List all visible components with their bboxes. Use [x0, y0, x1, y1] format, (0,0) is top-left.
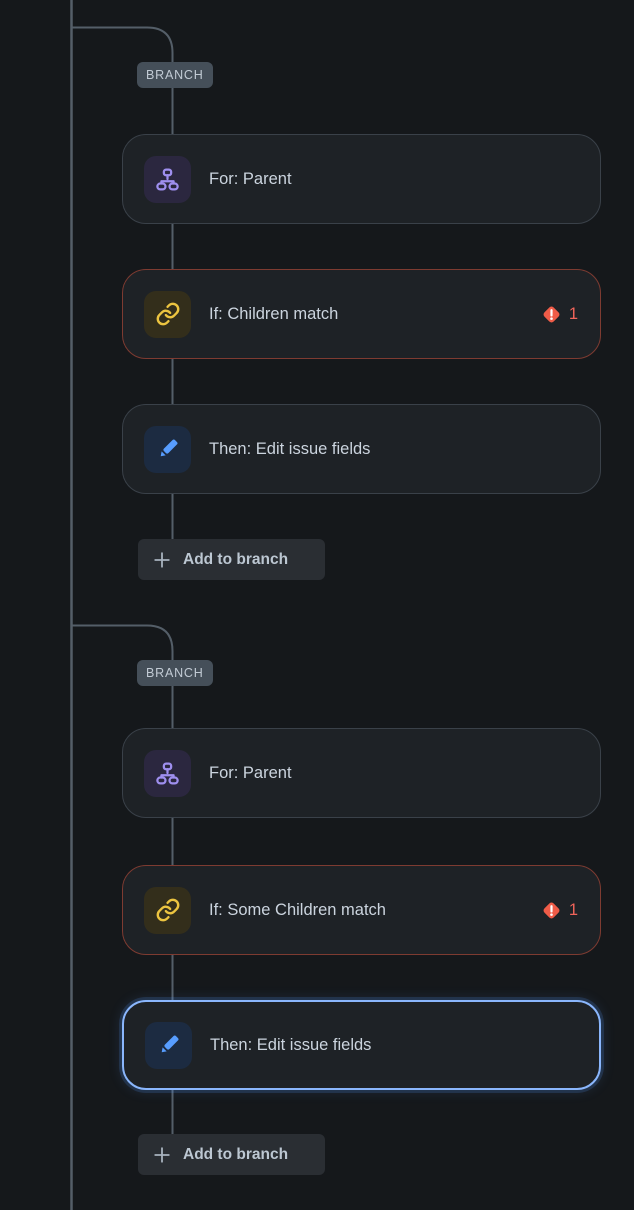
- branch-badge: BRANCH: [137, 62, 213, 88]
- node-title: For: Parent: [209, 763, 292, 782]
- error-diamond-icon: [543, 306, 560, 322]
- link-icon: [144, 886, 191, 934]
- plus-icon: [154, 1146, 170, 1163]
- error-count: 1: [568, 900, 578, 919]
- node-if-some-children-match[interactable]: If: Some Children match 1: [122, 865, 601, 955]
- branch2-connector-line: [72, 624, 174, 1136]
- plus-icon: [154, 551, 170, 568]
- pencil-icon: [144, 425, 191, 473]
- node-title: Then: Edit issue fields: [210, 1035, 372, 1054]
- add-to-branch-button[interactable]: Add to branch: [138, 1134, 325, 1175]
- node-then-edit-issue-fields-selected[interactable]: Then: Edit issue fields: [122, 1000, 601, 1090]
- node-if-children-match[interactable]: If: Children match 1: [122, 269, 601, 359]
- error-badge: 1: [540, 270, 578, 358]
- hierarchy-icon: [144, 749, 191, 797]
- node-then-edit-issue-fields[interactable]: Then: Edit issue fields: [122, 404, 601, 494]
- link-icon: [144, 290, 191, 338]
- node-for-parent[interactable]: For: Parent: [122, 134, 601, 224]
- branch-badge: BRANCH: [137, 660, 213, 686]
- error-badge: 1: [540, 866, 578, 954]
- node-for-parent[interactable]: For: Parent: [122, 728, 601, 818]
- error-diamond-icon: [543, 902, 560, 918]
- node-title: For: Parent: [209, 169, 292, 188]
- node-title: If: Some Children match: [209, 900, 386, 919]
- pencil-icon: [145, 1021, 192, 1069]
- branch1-connector-line: [72, 26, 174, 540]
- add-to-branch-label: Add to branch: [183, 1145, 289, 1163]
- add-to-branch-button[interactable]: Add to branch: [138, 539, 325, 580]
- error-count: 1: [568, 304, 578, 323]
- node-title: If: Children match: [209, 304, 339, 323]
- hierarchy-icon: [144, 155, 191, 203]
- node-title: Then: Edit issue fields: [209, 439, 371, 458]
- add-to-branch-label: Add to branch: [183, 550, 289, 568]
